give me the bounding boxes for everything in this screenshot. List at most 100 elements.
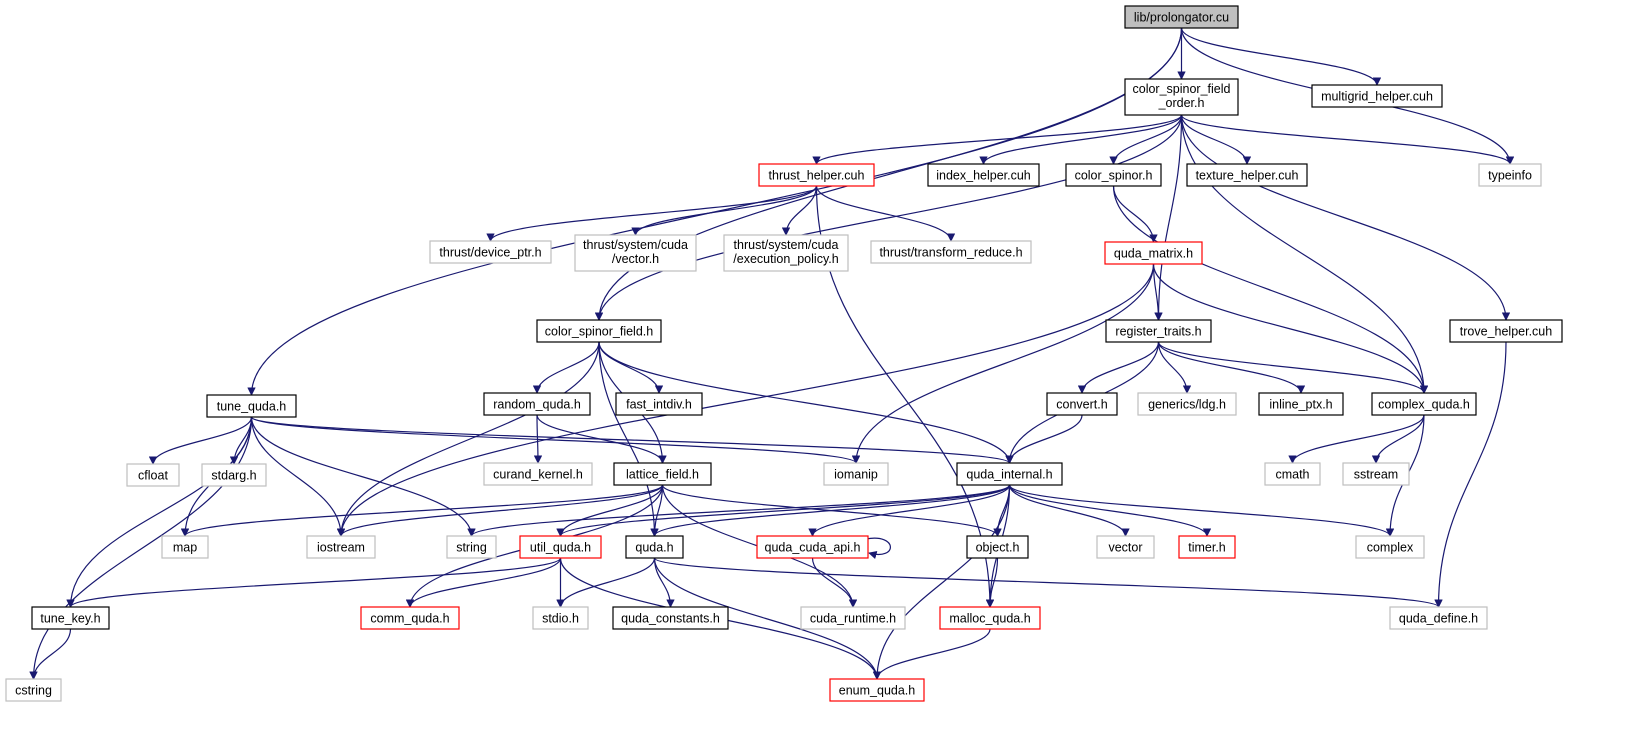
node-trove[interactable]: trove_helper.cuh (1449, 319, 1563, 343)
edge-csfo-to-index_helper (979, 114, 1183, 165)
node-csf[interactable]: color_spinor_field.h (536, 319, 662, 343)
node-box (31, 606, 110, 630)
node-multigrid[interactable]: multigrid_helper.cuh (1311, 84, 1443, 108)
node-label: stdarg.h (211, 469, 256, 483)
node-box (574, 234, 697, 272)
edge-line (872, 628, 991, 680)
node-label: timer.h (1188, 541, 1226, 555)
node-comm-quda[interactable]: comm_quda.h (360, 606, 460, 630)
edge-line (536, 414, 667, 464)
node-label: color_spinor.h (1075, 169, 1153, 183)
edge-line (405, 557, 562, 608)
node-quda-matrix[interactable]: quda_matrix.h (1104, 241, 1203, 265)
node-tune-key[interactable]: tune_key.h (31, 606, 110, 630)
edge-tune_quda-to-iomanip (250, 416, 860, 464)
edge-line (1008, 484, 1130, 537)
node-stdio: stdio.h (532, 606, 589, 630)
edge-line (336, 341, 600, 537)
node-box (939, 606, 1041, 630)
edge-line (653, 557, 882, 680)
node-csfo[interactable]: color_spinor_field_order.h (1124, 78, 1239, 116)
node-malloc-quda[interactable]: malloc_quda.h (939, 606, 1041, 630)
node-box (1258, 392, 1344, 416)
node-box (161, 535, 209, 559)
node-register-traits[interactable]: register_traits.h (1105, 319, 1212, 343)
node-fast-intdiv[interactable]: fast_intdiv.h (615, 392, 703, 416)
node-box (536, 319, 662, 343)
edge-line (1180, 114, 1429, 394)
node-quda-constants[interactable]: quda_constants.h (612, 606, 729, 630)
node-quda-define: quda_define.h (1389, 606, 1488, 630)
node-label: object.h (976, 541, 1020, 555)
node-box (1355, 535, 1425, 559)
node-box (206, 394, 297, 418)
node-box (483, 392, 591, 416)
node-label: thrust_helper.cuh (769, 169, 865, 183)
node-box (429, 240, 552, 264)
edge-csf-to-random_quda (532, 341, 600, 394)
node-box (870, 240, 1032, 264)
edge-line (556, 484, 1011, 537)
node-tune-quda[interactable]: tune_quda.h (206, 394, 297, 418)
node-thrust-helper[interactable]: thrust_helper.cuh (758, 163, 875, 187)
node-box (800, 606, 906, 630)
node-box (823, 462, 889, 486)
node-label: cmath (1275, 468, 1309, 482)
edge-line (808, 484, 1011, 537)
node-box (126, 463, 180, 487)
node-convert[interactable]: convert.h (1046, 392, 1118, 416)
node-label: convert.h (1056, 398, 1107, 412)
node-quda-internal[interactable]: quda_internal.h (956, 462, 1063, 486)
node-sstream: sstream (1342, 462, 1410, 486)
node-lattice-field[interactable]: lattice_field.h (613, 462, 712, 486)
edge-line (1157, 341, 1429, 394)
node-label: tune_quda.h (217, 400, 287, 414)
edge-line (29, 416, 253, 680)
edge-csf-to-fast_intdiv (598, 341, 664, 394)
node-prolongator[interactable]: lib/prolongator.cu (1124, 5, 1239, 29)
node-label: texture_helper.cuh (1196, 169, 1299, 183)
edge-register_traits-to-inline_ptx (1157, 341, 1306, 394)
node-iomanip: iomanip (823, 462, 889, 486)
node-inline-ptx[interactable]: inline_ptx.h (1258, 392, 1344, 416)
edge-line (598, 341, 664, 394)
node-object[interactable]: object.h (966, 535, 1029, 559)
node-quda-h[interactable]: quda.h (625, 535, 684, 559)
edge-quda_h-to-quda_constants (653, 557, 675, 608)
edge-line (653, 557, 1443, 608)
node-complex-quda[interactable]: complex_quda.h (1371, 392, 1477, 416)
node-box (1178, 535, 1236, 559)
node-box (1096, 535, 1155, 559)
node-label: quda_matrix.h (1114, 247, 1193, 261)
edge-line (336, 263, 1155, 537)
edge-csfo-to-csf (594, 114, 1183, 321)
edge-csfo-to-typeinfo (1180, 114, 1515, 165)
edge-quda_matrix-to-complex_quda (1152, 263, 1429, 394)
edge-line (1005, 414, 1083, 464)
node-box (5, 678, 62, 702)
node-label: thrust/transform_reduce.h (879, 246, 1022, 260)
node-enum-quda[interactable]: enum_quda.h (829, 678, 925, 702)
node-index-helper[interactable]: index_helper.cuh (927, 163, 1040, 187)
node-quda-cuda-api[interactable]: quda_cuda_api.h (756, 535, 869, 559)
node-cfloat: cfloat (126, 463, 180, 487)
node-label: color_spinor_field_order.h (1133, 82, 1231, 110)
node-label: lattice_field.h (626, 468, 699, 482)
node-label: tune_key.h (40, 612, 100, 626)
edge-line (148, 416, 253, 465)
node-util-quda[interactable]: util_quda.h (519, 535, 602, 559)
node-box (1104, 241, 1203, 265)
edge-convert-to-quda_internal (1005, 414, 1083, 464)
edge-tune_key-to-cstring (29, 628, 72, 680)
edge-tune_quda-to-string (250, 416, 476, 537)
node-random-quda[interactable]: random_quda.h (483, 392, 591, 416)
edge-prolongator-to-multigrid (1180, 27, 1382, 86)
node-box (966, 535, 1029, 559)
edge-quda_internal-to-vector (1008, 484, 1130, 537)
edge-register_traits-to-ldg (1157, 341, 1192, 394)
node-texture-helper[interactable]: texture_helper.cuh (1186, 163, 1308, 187)
node-color-spinor[interactable]: color_spinor.h (1065, 163, 1162, 187)
node-label: malloc_quda.h (949, 612, 1030, 626)
node-timer[interactable]: timer.h (1178, 535, 1236, 559)
